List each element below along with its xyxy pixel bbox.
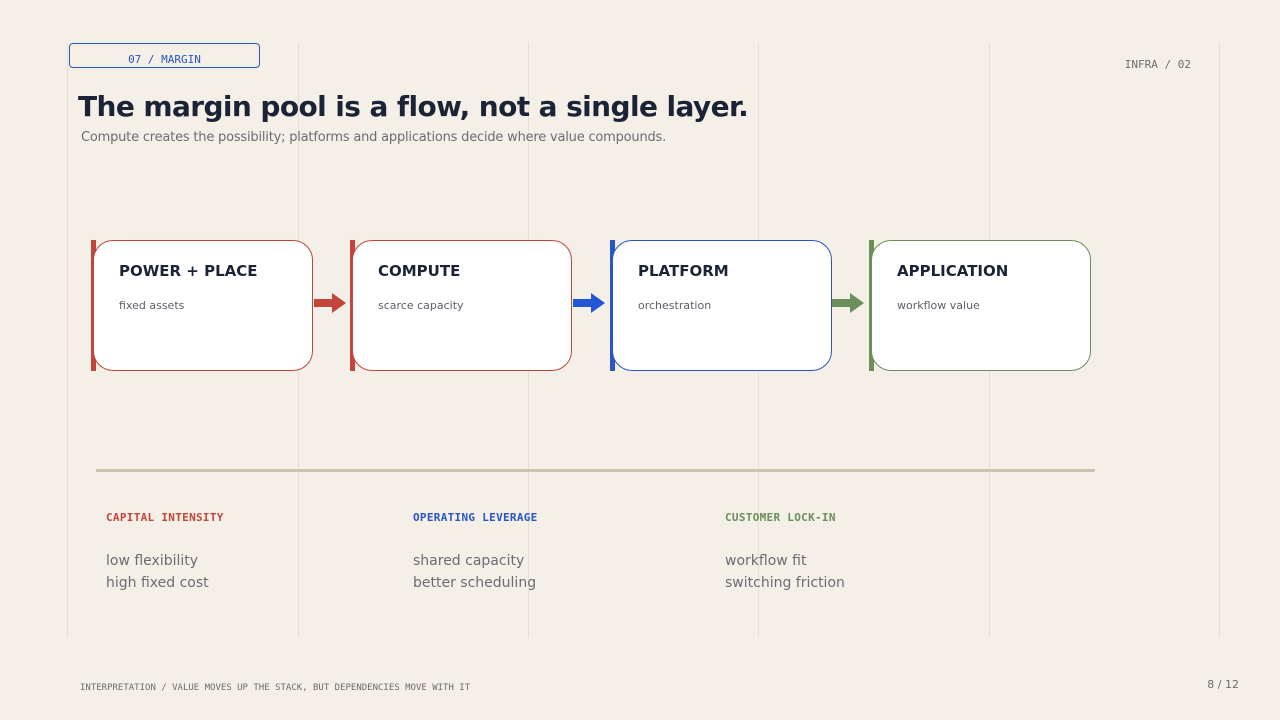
- slide-title: The margin pool is a flow, not a single …: [78, 90, 749, 123]
- node-subtitle: workflow value: [897, 299, 980, 312]
- node-title: POWER + PLACE: [119, 262, 258, 280]
- column-line: high fixed cost: [106, 575, 209, 591]
- section-divider: [96, 469, 1095, 472]
- corner-label: INFRA / 02: [1124, 58, 1191, 71]
- node-platform: PLATFORM orchestration: [612, 240, 832, 371]
- node-title: COMPUTE: [378, 262, 461, 280]
- node-subtitle: scarce capacity: [378, 299, 464, 312]
- column-line: low flexibility: [106, 553, 199, 569]
- column-line: switching friction: [725, 575, 845, 591]
- column-line: shared capacity: [413, 553, 525, 569]
- column-line: workflow fit: [725, 553, 807, 569]
- node-application: APPLICATION workflow value: [871, 240, 1091, 371]
- node-title: APPLICATION: [897, 262, 1009, 280]
- node-power-place: POWER + PLACE fixed assets: [93, 240, 313, 371]
- grid-line: [67, 43, 68, 637]
- column-heading-customer-lock-in: CUSTOMER LOCK-IN: [725, 511, 836, 524]
- page-number: 8 / 12: [1207, 678, 1239, 691]
- column-heading-operating-leverage: OPERATING LEVERAGE: [413, 511, 538, 524]
- slide-subtitle: Compute creates the possibility; platfor…: [81, 130, 667, 145]
- node-title: PLATFORM: [638, 262, 729, 280]
- node-subtitle: orchestration: [638, 299, 712, 312]
- column-heading-capital-intensity: CAPITAL INTENSITY: [106, 511, 224, 524]
- footer-note: INTERPRETATION / VALUE MOVES UP THE STAC…: [80, 683, 471, 693]
- column-line: better scheduling: [413, 575, 537, 591]
- arrow-right-icon: [314, 293, 346, 313]
- grid-line: [1219, 43, 1220, 637]
- node-compute: COMPUTE scarce capacity: [352, 240, 572, 371]
- section-kicker: 07 / MARGIN: [69, 43, 260, 68]
- arrow-right-icon: [573, 293, 605, 313]
- node-subtitle: fixed assets: [119, 299, 185, 312]
- arrow-right-icon: [832, 293, 864, 313]
